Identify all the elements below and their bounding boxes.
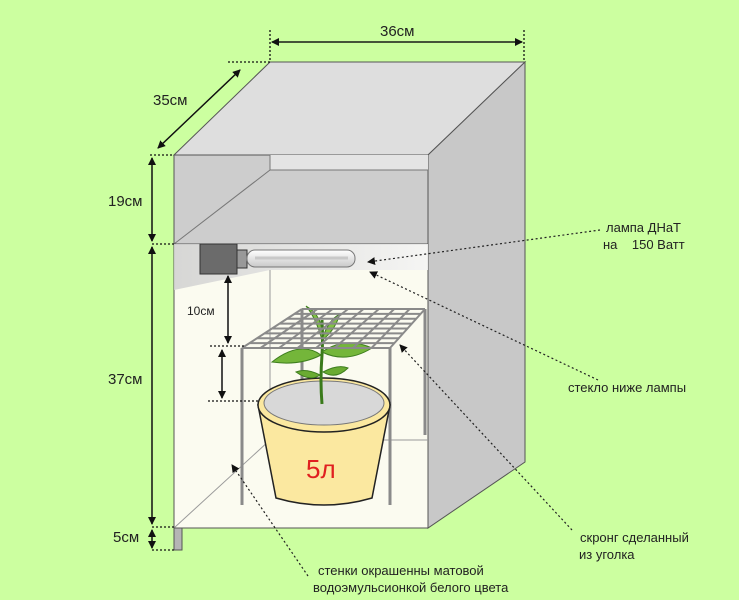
walls-annotation-line2: водоэмульсионкой белого цвета <box>313 580 509 595</box>
walls-annotation-line1: стенки окрашенны матовой <box>318 563 484 578</box>
stand-annotation-line1: скронг сделанный <box>580 530 689 545</box>
pot-volume-label: 5л <box>306 454 336 484</box>
lamp-socket <box>236 249 248 269</box>
lamp <box>199 243 356 275</box>
grate-wire <box>370 308 411 349</box>
stand-annotation-line2: из уголка <box>579 547 635 562</box>
grate-wire <box>352 308 395 349</box>
grate-wire <box>333 308 380 349</box>
depth-label: 35см <box>153 92 188 109</box>
scrog-grate <box>241 308 426 349</box>
annotation-leaders <box>231 229 601 577</box>
grate-wire <box>389 308 426 349</box>
dimension-lines <box>148 30 525 551</box>
pot: 5л <box>257 377 391 506</box>
lamp-annotation-line2: на 150 Ватт <box>603 237 685 252</box>
lamp-to-grate-label: 10см <box>187 304 215 318</box>
pot-soil <box>263 380 385 426</box>
lamp-compartment-height-label: 19см <box>108 193 143 210</box>
grow-chamber-height-label: 37см <box>108 371 143 388</box>
width-label: 36см <box>380 23 415 40</box>
pot-body <box>257 404 391 506</box>
lamp-compartment-back <box>270 155 428 170</box>
lamp-annotation-line1: лампа ДНаТ <box>606 220 681 235</box>
lamp-ballast <box>199 243 238 275</box>
glass-annotation: стекло ниже лампы <box>568 380 686 395</box>
base-height-label: 5см <box>113 529 139 546</box>
